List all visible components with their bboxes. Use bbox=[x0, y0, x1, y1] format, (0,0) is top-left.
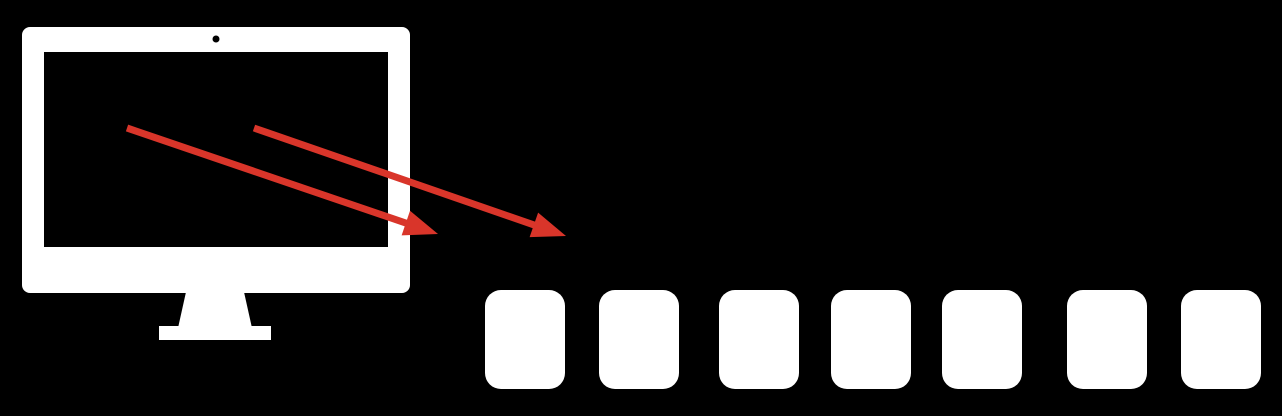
webcam-dot-icon bbox=[212, 35, 220, 43]
monitor-stand-base bbox=[159, 326, 271, 340]
arrow-2-head bbox=[529, 212, 566, 238]
arrow-2 bbox=[252, 124, 566, 238]
arrow-1 bbox=[125, 124, 438, 236]
tile-7 bbox=[1181, 290, 1261, 389]
monitor-screen bbox=[44, 52, 388, 247]
tiles-row bbox=[485, 290, 1261, 389]
desktop-monitor-icon bbox=[22, 27, 410, 340]
arrow-1-shaft bbox=[125, 124, 409, 227]
tile-5 bbox=[942, 290, 1022, 389]
tile-4 bbox=[831, 290, 911, 389]
arrow-2-shaft bbox=[252, 124, 537, 229]
arrow-1-head bbox=[401, 210, 438, 236]
arrows-group bbox=[125, 124, 566, 238]
monitor-stand-neck bbox=[178, 292, 252, 328]
tile-2 bbox=[599, 290, 679, 389]
tile-6 bbox=[1067, 290, 1147, 389]
tile-3 bbox=[719, 290, 799, 389]
tile-1 bbox=[485, 290, 565, 389]
